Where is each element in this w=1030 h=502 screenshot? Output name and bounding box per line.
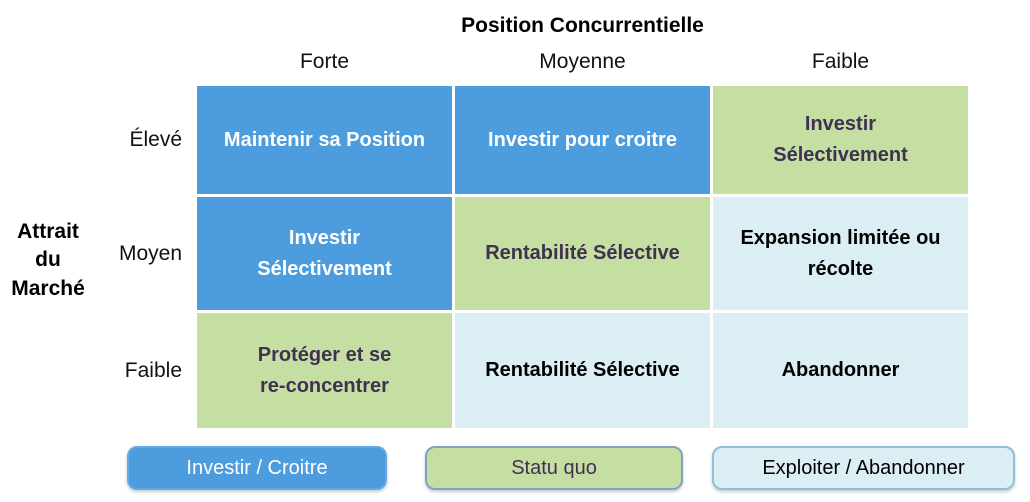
y-axis-title: Attrait du Marché bbox=[11, 220, 85, 300]
row-label-moyen: Moyen bbox=[118, 241, 182, 265]
column-header-forte: Forte bbox=[299, 50, 349, 73]
row-label-faible: Faible bbox=[124, 358, 182, 382]
legend-item-exploiter-abandonner: Exploiter / Abandonner bbox=[712, 446, 1015, 490]
matrix-cell-faible-forte: Protéger et se re-concentrer bbox=[197, 313, 452, 428]
row-labels: Élevé Moyen Faible bbox=[96, 86, 192, 428]
matrix-cell-eleve-moyenne: Investir pour croitre bbox=[455, 86, 710, 194]
x-axis-title: Position Concurrentielle bbox=[461, 14, 704, 37]
legend-item-statu-quo: Statu quo bbox=[425, 446, 683, 490]
matrix-cell-faible-faible: Abandonner bbox=[713, 313, 968, 428]
matrix-cell-moyen-moyenne: Rentabilité Sélective bbox=[455, 197, 710, 310]
row-label-eleve: Élevé bbox=[129, 128, 182, 151]
matrix-cell-eleve-forte: Maintenir sa Position bbox=[197, 86, 452, 194]
matrix-cell-faible-moyenne: Rentabilité Sélective bbox=[455, 313, 710, 428]
matrix-grid: Maintenir sa Position Investir pour croi… bbox=[197, 86, 968, 428]
matrix-cell-moyen-faible: Expansion limitée ou récolte bbox=[713, 197, 968, 310]
column-header-moyenne: Moyenne bbox=[539, 50, 626, 73]
column-header-faible: Faible bbox=[811, 50, 870, 73]
matrix-cell-eleve-faible: Investir Sélectivement bbox=[713, 86, 968, 194]
legend-item-investir-croitre: Investir / Croitre bbox=[127, 446, 387, 490]
matrix-cell-moyen-forte: Investir Sélectivement bbox=[197, 197, 452, 310]
column-headers: Forte Moyenne Faible bbox=[197, 50, 968, 74]
